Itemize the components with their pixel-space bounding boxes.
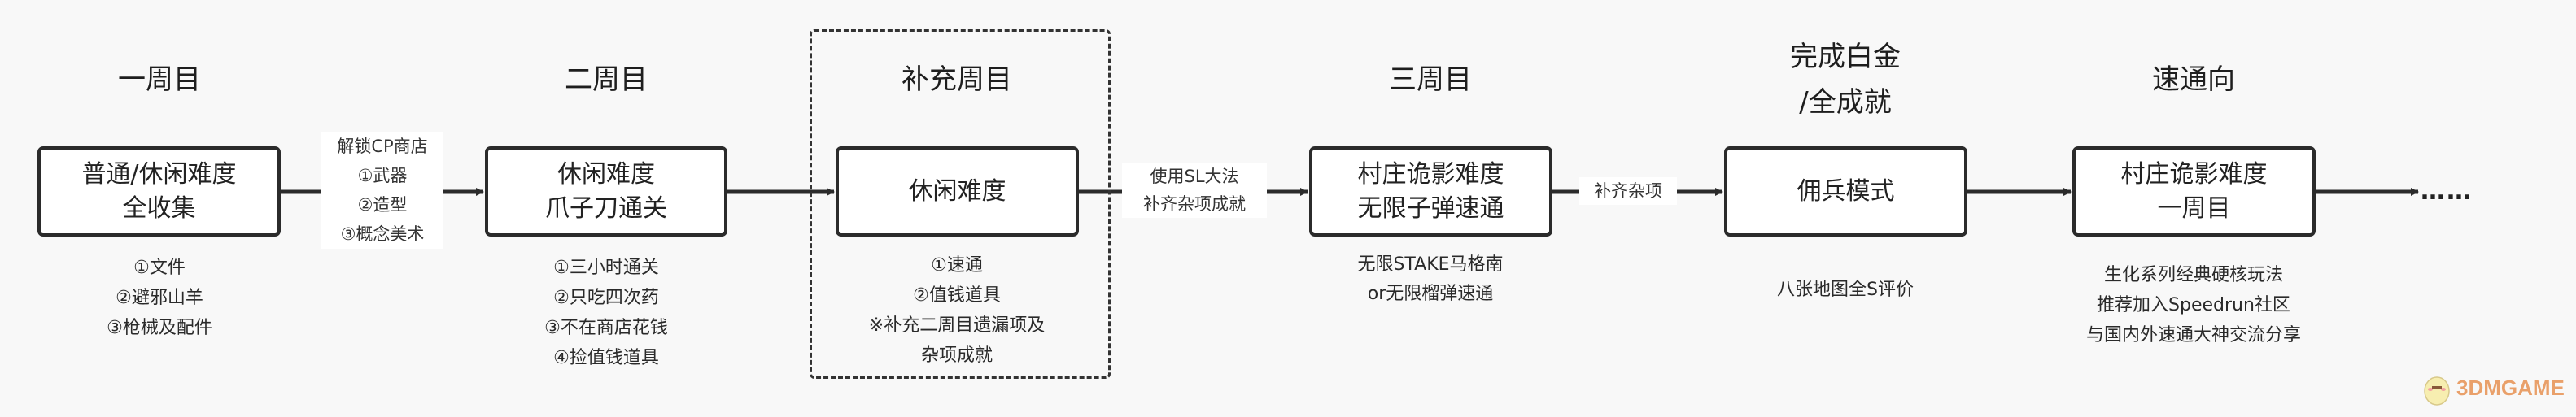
stage-notes-3: ①速通 ②值钱道具 ※补充二周目遗漏项及 杂项成就 bbox=[869, 250, 1045, 371]
stage-notes-6: 生化系列经典硬核玩法 推荐加入Speedrun社区 与国内外速通大神交流分享 bbox=[2086, 260, 2301, 350]
stage-box-3: 休闲难度 bbox=[836, 146, 1079, 237]
note-item: ②值钱道具 bbox=[913, 285, 1001, 306]
stage-notes-2: ①三小时通关 ②只吃四次药 ③不在商店花钱 ④捡值钱道具 bbox=[544, 253, 668, 373]
stage-box-6: 村庄诡影难度 一周目 bbox=[2072, 146, 2316, 237]
note-item: 与国内外速通大神交流分享 bbox=[2085, 325, 2302, 345]
edge-label-line: 使用SL大法 bbox=[1150, 167, 1239, 186]
note-item: ②避邪山羊 bbox=[116, 288, 203, 308]
edge-label-unlock-shop: 解锁CP商店 ①武器 ②造型 ③概念美术 bbox=[321, 132, 443, 249]
box-line: 休闲难度 bbox=[557, 159, 655, 189]
box-line: 村庄诡影难度 bbox=[1357, 159, 1504, 189]
box-line: 无限子弹速通 bbox=[1357, 193, 1504, 223]
stage-title-5-line2: /全成就 bbox=[1799, 86, 1892, 119]
stage-notes-5: 八张地图全S评价 bbox=[1777, 275, 1914, 305]
supplementary-group-frame bbox=[810, 29, 1111, 379]
edge-label-line: ②造型 bbox=[357, 195, 408, 215]
box-line: 爪子刀通关 bbox=[545, 193, 667, 223]
box-line: 一周目 bbox=[2157, 193, 2231, 223]
stage-box-4: 村庄诡影难度 无限子弹速通 bbox=[1309, 146, 1552, 237]
edge-label-misc: 补齐杂项 bbox=[1579, 177, 1677, 205]
note-item: ※补充二周目遗漏项及 bbox=[868, 315, 1046, 336]
note-item: 生化系列经典硬核玩法 bbox=[2103, 265, 2284, 285]
box-line: 休闲难度 bbox=[908, 176, 1006, 206]
stage-title-5: 完成白金 /全成就 bbox=[1790, 34, 1901, 125]
continuation-ellipsis: …… bbox=[2421, 177, 2473, 206]
note-item: 无限STAKE马格南 bbox=[1357, 254, 1504, 275]
edge-label-line: ①武器 bbox=[357, 166, 408, 185]
note-item: ①文件 bbox=[133, 258, 186, 278]
stage-title-6: 速通向 bbox=[2152, 63, 2235, 96]
stage-title-4: 三周目 bbox=[1389, 63, 1472, 96]
note-item: ②只吃四次药 bbox=[553, 288, 659, 308]
box-line: 村庄诡影难度 bbox=[2120, 159, 2268, 189]
stage-title-1: 一周目 bbox=[118, 63, 201, 96]
mascot-icon bbox=[2424, 376, 2450, 406]
stage-box-2: 休闲难度 爪子刀通关 bbox=[485, 146, 727, 237]
note-item: ①速通 bbox=[931, 255, 983, 276]
edge-label-line: 补齐杂项 bbox=[1594, 181, 1662, 201]
note-item: or无限榴弹速通 bbox=[1367, 284, 1494, 304]
watermark: 3DMGAME bbox=[2421, 370, 2565, 406]
note-item: ④捡值钱道具 bbox=[553, 348, 659, 368]
edge-label-sl: 使用SL大法 补齐杂项成就 bbox=[1122, 163, 1267, 218]
note-item: ③枪械及配件 bbox=[107, 318, 212, 338]
edge-label-line: ③概念美术 bbox=[340, 224, 425, 244]
note-item: ③不在商店花钱 bbox=[544, 318, 668, 338]
edge-label-line: 补齐杂项成就 bbox=[1143, 194, 1246, 214]
note-item: ①三小时通关 bbox=[553, 258, 659, 278]
stage-title-3: 补充周目 bbox=[902, 63, 1012, 96]
stage-title-2: 二周目 bbox=[565, 63, 648, 96]
watermark-text: 3DMGAME bbox=[2456, 375, 2565, 400]
edge-label-line: 解锁CP商店 bbox=[337, 137, 428, 156]
note-item: 杂项成就 bbox=[920, 345, 993, 366]
stage-notes-1: ①文件 ②避邪山羊 ③枪械及配件 bbox=[107, 253, 212, 343]
stage-notes-4: 无限STAKE马格南 or无限榴弹速通 bbox=[1357, 250, 1503, 309]
box-line: 普通/休闲难度 bbox=[81, 159, 237, 189]
stage-box-1: 普通/休闲难度 全收集 bbox=[37, 146, 281, 237]
stage-box-5: 佣兵模式 bbox=[1724, 146, 1967, 237]
note-item: 八张地图全S评价 bbox=[1777, 280, 1914, 300]
box-line: 全收集 bbox=[122, 193, 196, 223]
note-item: 推荐加入Speedrun社区 bbox=[2097, 295, 2290, 315]
box-line: 佣兵模式 bbox=[1797, 176, 1895, 206]
stage-title-5-line1: 完成白金 bbox=[1790, 41, 1901, 73]
